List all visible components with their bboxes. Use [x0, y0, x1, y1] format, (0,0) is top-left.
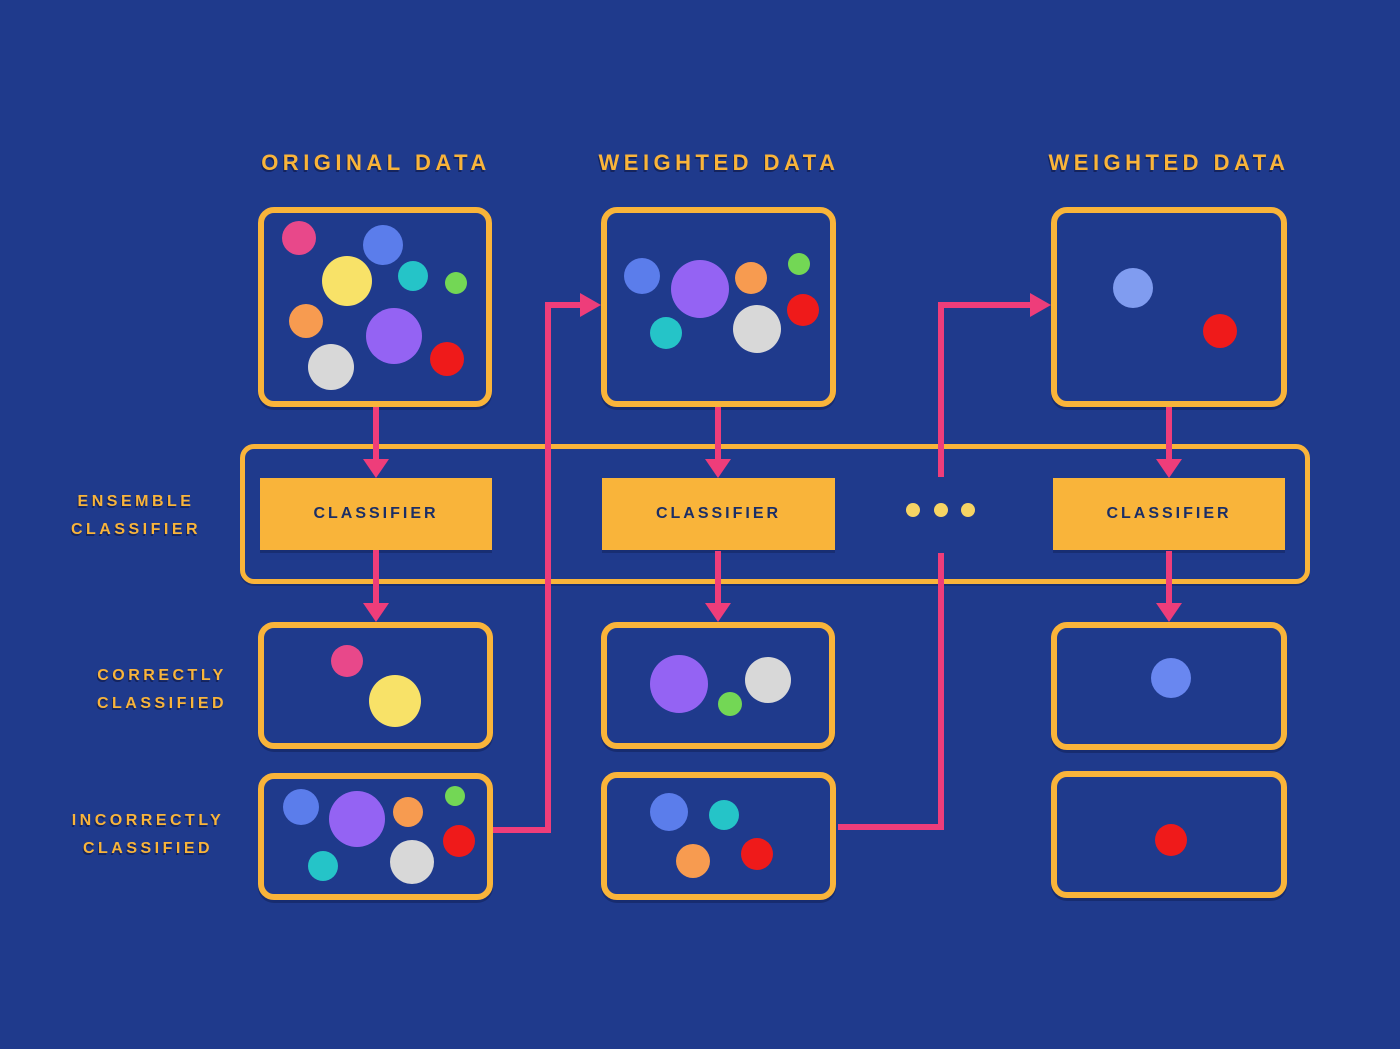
grey-data-point — [745, 657, 791, 703]
classifier-box-1: CLASSIFIER — [260, 478, 492, 550]
arrowhead-down — [1156, 603, 1182, 622]
mediumblue-data-point — [1151, 658, 1191, 698]
teal-data-point — [308, 851, 338, 881]
ellipsis-dot — [961, 503, 975, 517]
connector-line — [838, 824, 944, 830]
arrowhead-right — [580, 293, 601, 317]
incorrectly-classified-label: INCORRECTLY CLASSIFIED — [38, 807, 258, 863]
purple-data-point — [366, 308, 422, 364]
green-data-point — [788, 253, 810, 275]
blue-data-point — [650, 793, 688, 831]
arrowhead-down — [705, 459, 731, 478]
teal-data-point — [398, 261, 428, 291]
connector-line — [938, 302, 1031, 308]
yellow-data-point — [322, 256, 372, 306]
correct-label-line1: CORRECTLY — [97, 667, 227, 684]
red-data-point — [1203, 314, 1237, 348]
connector-line — [545, 302, 581, 308]
red-data-point — [741, 838, 773, 870]
ensemble-classifier-outline-box — [240, 444, 1310, 584]
arrowhead-down — [363, 459, 389, 478]
teal-data-point — [650, 317, 682, 349]
red-data-point — [787, 294, 819, 326]
red-data-point — [430, 342, 464, 376]
connector-line — [1166, 551, 1172, 605]
green-data-point — [718, 692, 742, 716]
column-title-weighted-data-1: WEIGHTED DATA — [598, 150, 840, 175]
column-title-weighted-data-2: WEIGHTED DATA — [1048, 150, 1290, 175]
purple-data-point — [329, 791, 385, 847]
connector-line — [1166, 407, 1172, 462]
connector-line — [373, 407, 379, 462]
orange-data-point — [735, 262, 767, 294]
ensemble-classifier-label: ENSEMBLE CLASSIFIER — [30, 488, 242, 544]
correct-label-line2: CLASSIFIED — [96, 695, 228, 712]
red-data-point — [1155, 824, 1187, 856]
connector-line — [545, 302, 551, 833]
correctly-classified-label: CORRECTLY CLASSIFIED — [52, 662, 272, 718]
arrowhead-down — [1156, 459, 1182, 478]
connector-line — [715, 551, 721, 605]
connector-line — [715, 407, 721, 462]
yellow-data-point — [369, 675, 421, 727]
connector-line — [493, 827, 551, 833]
classifier-box-2: CLASSIFIER — [602, 478, 835, 550]
magenta-data-point — [282, 221, 316, 255]
ensemble-label-line1: ENSEMBLE — [77, 493, 195, 510]
green-data-point — [445, 272, 467, 294]
grey-data-point — [390, 840, 434, 884]
green-data-point — [445, 786, 465, 806]
incorrect-label-line1: INCORRECTLY — [71, 812, 225, 829]
orange-data-point — [289, 304, 323, 338]
purple-data-point — [671, 260, 729, 318]
correctly-classified-2-panel — [601, 622, 835, 749]
blue-data-point — [283, 789, 319, 825]
teal-data-point — [709, 800, 739, 830]
grey-data-point — [308, 344, 354, 390]
arrowhead-right — [1030, 293, 1051, 317]
orange-data-point — [676, 844, 710, 878]
classifier-box-3: CLASSIFIER — [1053, 478, 1285, 550]
connector-line — [938, 302, 944, 477]
orange-data-point — [393, 797, 423, 827]
arrowhead-down — [363, 603, 389, 622]
blue-data-point — [363, 225, 403, 265]
magenta-data-point — [331, 645, 363, 677]
connector-line — [373, 550, 379, 605]
ellipsis-dot — [906, 503, 920, 517]
lightblue-data-point — [1113, 268, 1153, 308]
incorrect-label-line2: CLASSIFIED — [82, 840, 214, 857]
red-data-point — [443, 825, 475, 857]
weighted-data-2-panel — [1051, 207, 1287, 407]
purple-data-point — [650, 655, 708, 713]
column-title-original-data: ORIGINAL DATA — [261, 150, 491, 175]
incorrectly-classified-2-panel — [601, 772, 836, 900]
connector-line — [938, 553, 944, 830]
grey-data-point — [733, 305, 781, 353]
ensemble-label-line2: CLASSIFIER — [70, 521, 202, 538]
blue-data-point — [624, 258, 660, 294]
arrowhead-down — [705, 603, 731, 622]
ellipsis-dot — [934, 503, 948, 517]
